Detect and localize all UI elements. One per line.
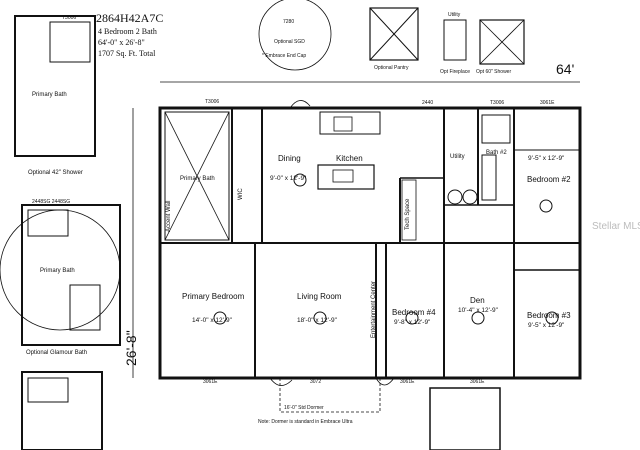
- bottom-left-bath-box: [21, 371, 103, 450]
- bath2-vanity: [481, 114, 511, 144]
- bath2-label: Bath #2: [486, 150, 507, 156]
- primary-bath-alt-label: Primary Bath: [40, 268, 75, 274]
- bedroom4-dims: 9'-8" x 12'-9": [394, 319, 431, 326]
- pantry-x: [369, 7, 419, 61]
- beds-baths: 4 Bedroom 2 Bath: [98, 27, 157, 36]
- optional-42-shower-label: Optional 42" Shower: [28, 170, 83, 176]
- model-number: 2864H42A7C: [96, 11, 164, 25]
- code-3061e: 3061E: [400, 379, 415, 385]
- std-dormer-label: 16'-0" Std Dormer: [284, 405, 324, 411]
- bottom-left-tub: [27, 377, 69, 403]
- shower-42: [49, 21, 91, 63]
- code-3061e: 3061E: [203, 379, 218, 385]
- kitchen-label: Kitchen: [336, 154, 363, 163]
- primary-bath-label: Primary Bath: [180, 176, 215, 182]
- bedroom4-label: Bedroom #4: [392, 308, 436, 317]
- door-swing: [289, 100, 311, 109]
- porch-area: [429, 387, 501, 450]
- code-2440: 2440: [422, 100, 434, 106]
- fireplace-box: [443, 19, 467, 61]
- code-7280: 7280: [283, 19, 295, 25]
- washer: [447, 189, 463, 205]
- glamour-tub: [27, 209, 69, 237]
- optional-42-shower-box: [14, 15, 96, 157]
- primary-bath-x: [164, 111, 230, 241]
- watermark: Stellar MLS: [592, 221, 640, 232]
- square-feet: 1707 Sq. Ft. Total: [98, 49, 156, 58]
- code-3072: 3072: [310, 379, 322, 385]
- dining-dims: 9'-0" x 12'-9": [270, 175, 307, 182]
- ceiling-fan: [545, 311, 559, 325]
- dining-label: Dining: [278, 154, 301, 163]
- embrace-end-cap: * Embrace End Cap: [262, 53, 307, 59]
- entertainment-center-label: Entertainment Center: [371, 280, 377, 338]
- ceiling-fan: [405, 311, 419, 325]
- ceiling-fan: [213, 311, 227, 325]
- shower-60-box: [479, 19, 525, 65]
- wic-label: WIC: [238, 188, 244, 200]
- bedroom2-dims: 9'-5" x 12'-9": [528, 155, 565, 162]
- living-room-label: Living Room: [297, 292, 342, 301]
- width-dimension: 64': [556, 61, 575, 77]
- primary-bedroom-dims: 14'-0" x 12'-9": [192, 317, 232, 324]
- ceiling-fan: [313, 311, 327, 325]
- ceiling-fan: [471, 311, 485, 325]
- living-room-dims: 18'-0" x 12'-9": [297, 317, 337, 324]
- accent-wall-label: Accent Wall: [166, 200, 172, 232]
- tech-space: [401, 179, 417, 241]
- depth-dimension: 26'-8": [123, 330, 139, 366]
- bedroom3-dims: 9'-5" x 12'-9": [528, 322, 565, 329]
- range: [333, 116, 353, 132]
- optional-sgd: Optional SGD: [274, 39, 305, 45]
- den-dims: 10'-4" x 12'-9": [458, 307, 498, 314]
- opt-fireplace: Opt Fireplace: [440, 69, 471, 75]
- tech-space-label: Tech Space: [405, 198, 411, 230]
- code-t3006: T3006: [62, 15, 77, 21]
- utility-top-label: Utility: [448, 12, 461, 18]
- house-size: 64'-0" x 26'-8": [98, 38, 145, 47]
- ceiling-fan: [539, 199, 553, 213]
- primary-bedroom-label: Primary Bedroom: [182, 292, 245, 301]
- kitchen-sink: [332, 169, 354, 183]
- code-3061e: 3061E: [540, 100, 555, 106]
- optional-pantry-box: [369, 7, 419, 61]
- bedroom2-label: Bedroom #2: [527, 175, 571, 184]
- bath2-tub: [481, 154, 497, 201]
- ceiling-fan: [293, 173, 307, 187]
- dormer: [279, 377, 381, 413]
- kitchen-counter: [319, 111, 381, 135]
- door-swing: [375, 377, 395, 386]
- shower-60-x: [479, 19, 525, 65]
- den-label: Den: [470, 296, 485, 305]
- dormer-note: Note: Dormer is standard in Embrace Ultr…: [258, 419, 353, 425]
- code-3061e: 3061E: [470, 379, 485, 385]
- optional-sgd-marker: [258, 0, 332, 71]
- code-2448sg: 2448SG 2448SG: [32, 199, 71, 205]
- code-t3006: T3006: [205, 99, 220, 105]
- glamour-shower: [69, 284, 101, 331]
- code-t3006: T3006: [490, 100, 505, 106]
- optional-pantry: Optional Pantry: [374, 65, 409, 71]
- utility-label: Utility: [450, 154, 465, 160]
- door-swing: [269, 377, 293, 386]
- kitchen-island: [317, 164, 375, 190]
- opt-60-shower: Opt 60" Shower: [476, 69, 512, 75]
- dryer: [462, 189, 478, 205]
- optional-glamour-bath-label: Optional Glamour Bath: [26, 350, 88, 356]
- primary-bath-tub: [164, 111, 230, 241]
- glamour-bath-box: [21, 204, 121, 346]
- bedroom3-label: Bedroom #3: [527, 311, 571, 320]
- primary-bath-top-label: Primary Bath: [32, 92, 67, 98]
